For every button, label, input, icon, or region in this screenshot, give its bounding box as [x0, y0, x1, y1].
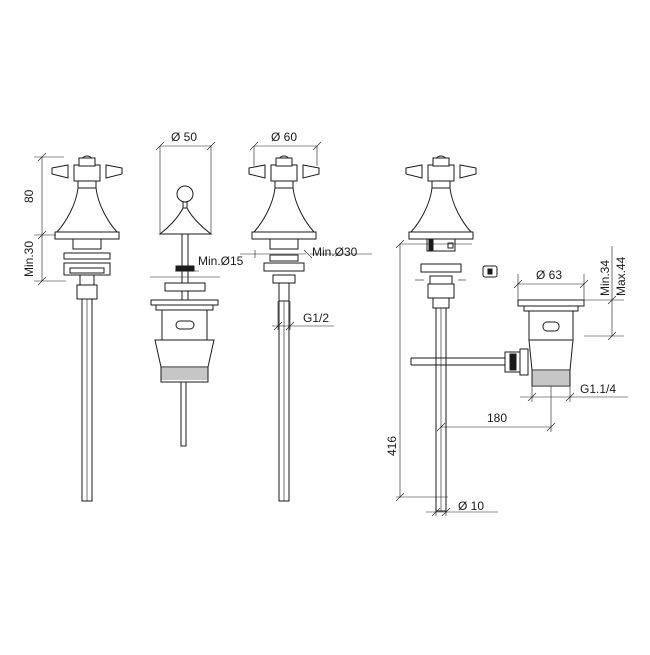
- dim-d60-label: Ø 60: [271, 130, 297, 144]
- dimension-thread-g114: [520, 386, 628, 402]
- right-tap-view: [395, 155, 498, 512]
- dim-80-label: 80: [22, 189, 36, 203]
- cross-handle: [51, 155, 123, 182]
- middle-tap-view: [175, 141, 372, 502]
- dim-416-label: 416: [385, 436, 399, 456]
- dim-min34-label: Min.34: [598, 260, 612, 296]
- dim-min-d15-label: Min.Ø15: [198, 254, 244, 268]
- popup-waste: [150, 299, 219, 447]
- knob: [176, 185, 194, 203]
- dim-g12-label: G1/2: [303, 311, 329, 325]
- left-tap-view: [51, 155, 123, 502]
- dimension-min-max: [584, 246, 624, 341]
- bell-body: [55, 187, 119, 233]
- dimension-length-180: [436, 386, 556, 432]
- dim-min30-label: Min.30: [22, 241, 36, 277]
- cross-handle: [405, 155, 477, 182]
- cross-handle: [248, 155, 320, 182]
- dimension-diameter-10: [426, 497, 498, 517]
- lift-rod-view: [150, 141, 220, 307]
- dim-180-label: 180: [487, 411, 507, 425]
- dim-d10-label: Ø 10: [458, 499, 484, 513]
- dim-d50-label: Ø 50: [171, 130, 197, 144]
- dimension-diameter-63: [513, 274, 589, 300]
- dim-min-d30-label: Min.Ø30: [312, 245, 358, 259]
- dim-d63-label: Ø 63: [536, 268, 562, 282]
- dim-g114-label: G1.1/4: [580, 382, 616, 396]
- dim-max44-label: Max.44: [614, 256, 628, 296]
- dimension-height-left: [34, 152, 66, 286]
